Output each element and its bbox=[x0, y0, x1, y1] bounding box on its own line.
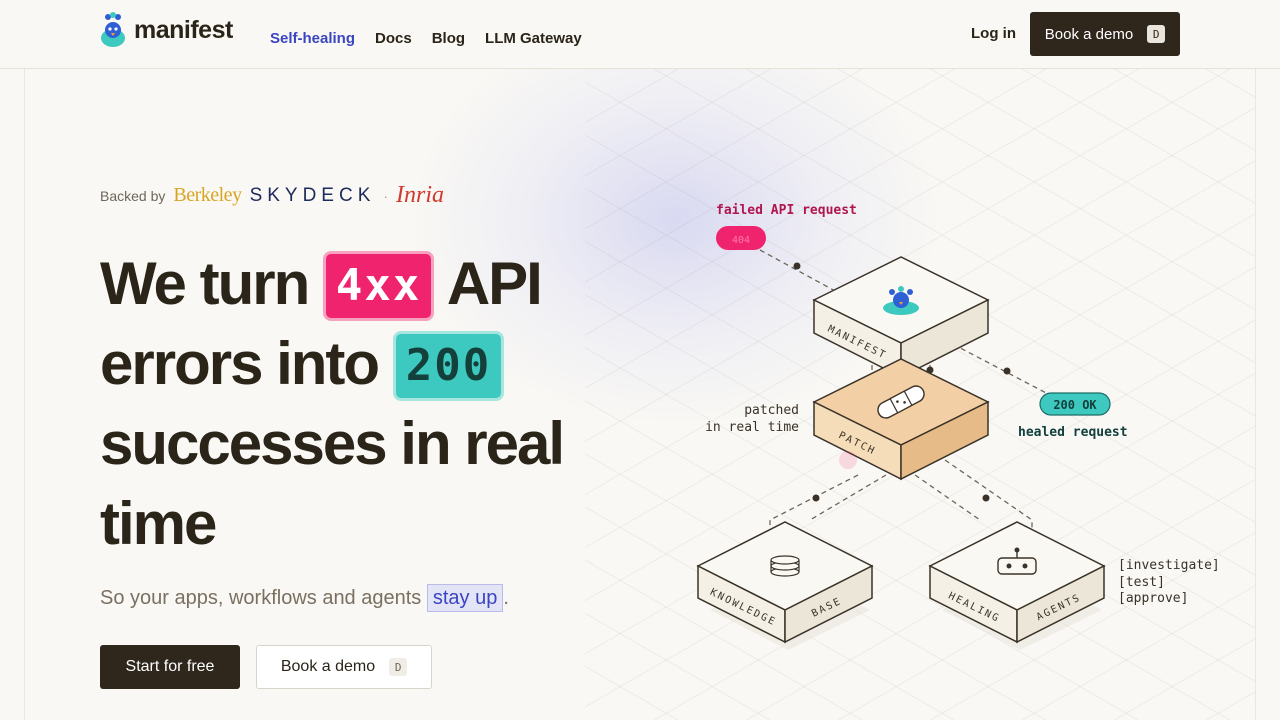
healed-request-label: healed request bbox=[1018, 425, 1128, 440]
nav-self-healing[interactable]: Self-healing bbox=[270, 30, 356, 47]
ok-code: 200 OK bbox=[1053, 398, 1097, 412]
book-demo-label: Book a demo bbox=[1044, 25, 1134, 43]
backed-by-row: Backed by Berkeley SKYDECK · Inria bbox=[100, 182, 444, 209]
logo[interactable]: manifest bbox=[100, 12, 233, 48]
bandage-icon bbox=[877, 385, 925, 419]
patched-label-line1: patched bbox=[744, 403, 799, 418]
stay-up-highlight: stay up bbox=[426, 584, 504, 612]
headline-part-3: successes in real time bbox=[100, 410, 565, 557]
robot-icon bbox=[997, 547, 1037, 575]
connector-dots bbox=[793, 262, 1011, 502]
start-for-free-button[interactable]: Start for free bbox=[100, 645, 240, 689]
patched-label-line2: in real time bbox=[705, 420, 799, 435]
failed-code-pill bbox=[716, 226, 766, 250]
step-investigate: [investigate] bbox=[1118, 558, 1220, 573]
step-test: [test] bbox=[1118, 575, 1165, 590]
ok-code-pill bbox=[1039, 392, 1111, 416]
nav-blog[interactable]: Blog bbox=[431, 30, 466, 47]
main-nav: Self-healing Docs Blog LLM Gateway bbox=[270, 30, 582, 47]
skydeck-logo: SKYDECK bbox=[249, 184, 376, 206]
keyboard-shortcut-badge: D bbox=[1147, 25, 1166, 43]
brand-name: manifest bbox=[134, 15, 233, 44]
self-healing-diagram: failed API request 404 MANIFEST PATCH bbox=[696, 203, 1220, 650]
failed-code: 404 bbox=[732, 235, 750, 246]
book-demo-button-hero[interactable]: Book a demo D bbox=[256, 645, 432, 689]
knowledge-base-box: KNOWLEDGE BASE bbox=[696, 521, 874, 650]
book-demo-button-header[interactable]: Book a demo D bbox=[1030, 12, 1180, 56]
separator-dot: · bbox=[383, 187, 389, 204]
error-code-pill: 4xx bbox=[322, 251, 435, 321]
backed-by-label: Backed by bbox=[100, 187, 166, 204]
peacock-logo-icon bbox=[101, 12, 125, 47]
database-icon bbox=[770, 555, 800, 577]
success-code-pill: 200 bbox=[392, 331, 505, 401]
keyboard-shortcut-badge: D bbox=[389, 658, 408, 676]
hero-subheadline: So your apps, workflows and agents stay … bbox=[100, 584, 509, 612]
patch-glow bbox=[839, 451, 857, 469]
book-demo-hero-label: Book a demo bbox=[280, 658, 376, 675]
step-approve: [approve] bbox=[1118, 591, 1188, 606]
healing-agents-box: HEALING AGENTS bbox=[928, 521, 1106, 650]
nav-llm-gateway[interactable]: LLM Gateway bbox=[485, 30, 582, 47]
site-header: manifest Self-healing Docs Blog LLM Gate… bbox=[0, 0, 1280, 69]
sub-text: So your apps, workflows and agents bbox=[100, 587, 422, 609]
failed-request-label: failed API request bbox=[716, 203, 857, 218]
berkeley-logo: Berkeley bbox=[173, 184, 242, 206]
patch-box: PATCH bbox=[812, 358, 990, 481]
headline-part-2: API errors into bbox=[100, 250, 543, 397]
headline-part-1: We turn bbox=[100, 250, 310, 317]
inria-logo: Inria bbox=[396, 182, 445, 208]
login-link[interactable]: Log in bbox=[971, 25, 1016, 42]
hero-headline: We turn 4xx API errors into 200 successe… bbox=[100, 244, 640, 564]
peacock-icon bbox=[883, 286, 919, 315]
nav-docs[interactable]: Docs bbox=[375, 30, 412, 47]
sub-period: . bbox=[503, 587, 509, 609]
